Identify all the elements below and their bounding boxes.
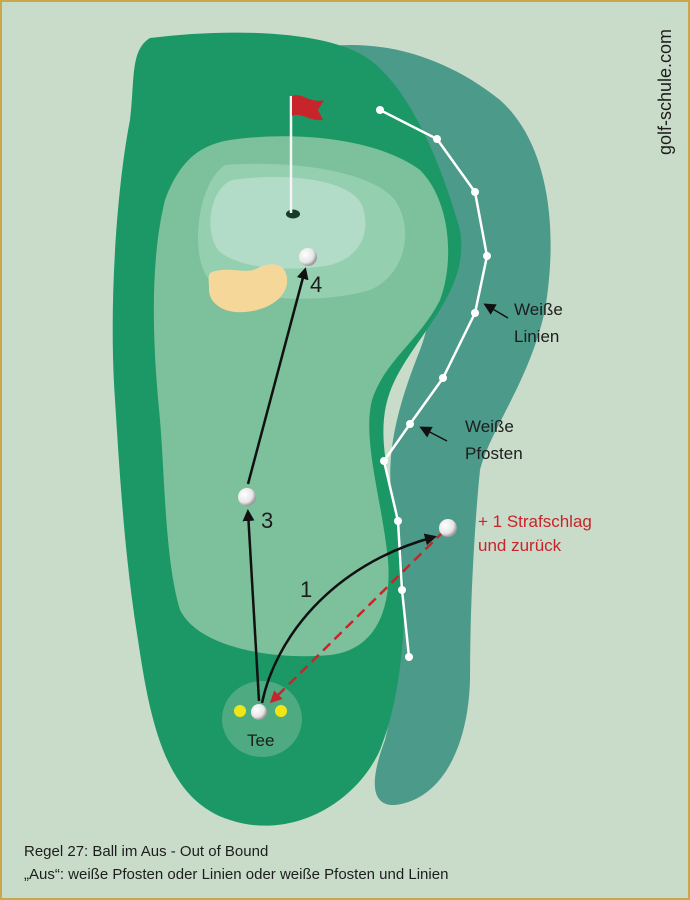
boundary-post bbox=[433, 135, 441, 143]
out-of-bounds-area bbox=[330, 44, 551, 806]
white-lines-label-2: Linien bbox=[514, 327, 559, 346]
shot-3-arrow bbox=[242, 509, 261, 702]
caption-rule-title: Regel 27: Ball im Aus - Out of Bound bbox=[24, 843, 269, 860]
boundary-post bbox=[471, 309, 479, 317]
penalty-label-1: + 1 Strafschlag bbox=[478, 512, 592, 531]
tee-label: Tee bbox=[247, 731, 274, 750]
lines-pointer-arrow bbox=[483, 303, 509, 319]
penalty-label-2: und zurück bbox=[478, 536, 562, 555]
watermark-text: golf-schule.com bbox=[655, 29, 675, 155]
shot-4-arrow bbox=[246, 267, 309, 485]
white-lines-label-1: Weiße bbox=[514, 300, 563, 319]
penalty-return-arrow bbox=[269, 530, 445, 704]
bunker bbox=[208, 264, 288, 313]
flag-icon bbox=[292, 95, 324, 121]
posts-pointer-arrow bbox=[419, 426, 448, 442]
boundary-post bbox=[394, 517, 402, 525]
white-posts-label-2: Pfosten bbox=[465, 444, 523, 463]
ball-at-tee bbox=[251, 704, 267, 720]
boundary-post bbox=[471, 188, 479, 196]
caption-rule-definition: „Aus“: weiße Pfosten oder Linien oder we… bbox=[24, 866, 449, 883]
ball-position-4 bbox=[299, 248, 317, 266]
boundary-post bbox=[406, 420, 414, 428]
stroke-3-label: 3 bbox=[261, 508, 273, 533]
ball-position-3 bbox=[238, 488, 256, 506]
boundary-post bbox=[398, 586, 406, 594]
putting-green bbox=[210, 177, 366, 269]
boundary-post bbox=[405, 653, 413, 661]
hole-cup bbox=[286, 209, 300, 219]
tee-marker-right bbox=[275, 705, 287, 717]
boundary-post bbox=[483, 252, 491, 260]
boundary-post bbox=[439, 374, 447, 382]
stroke-4-label: 4 bbox=[310, 272, 322, 297]
white-posts-label-1: Weiße bbox=[465, 417, 514, 436]
boundary-post bbox=[376, 106, 384, 114]
stroke-1-label: 1 bbox=[300, 577, 312, 602]
boundary-post bbox=[380, 457, 388, 465]
shot-1-arrow bbox=[260, 533, 437, 704]
white-posts bbox=[376, 106, 491, 661]
ball-out-of-bounds bbox=[439, 519, 457, 537]
tee-marker-left bbox=[234, 705, 246, 717]
